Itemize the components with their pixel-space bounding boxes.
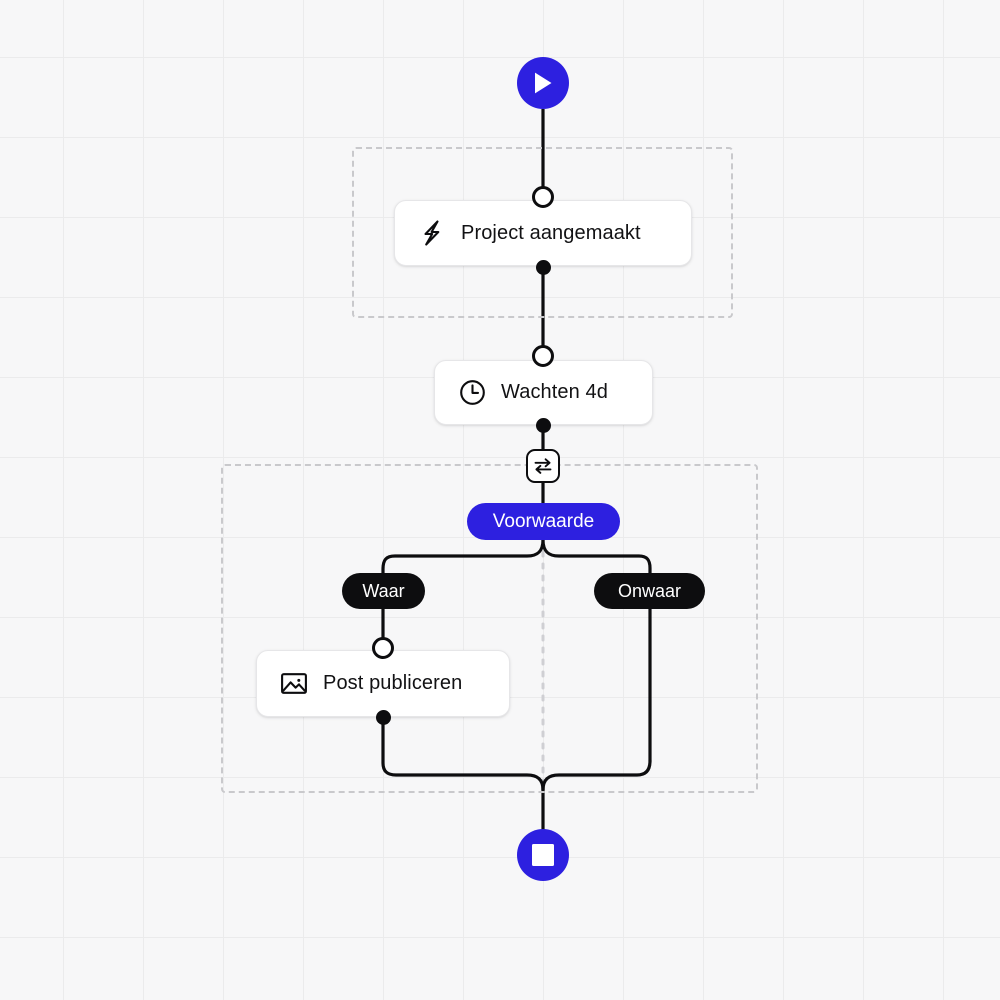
publish-post-node[interactable]: Post publiceren xyxy=(256,650,510,717)
publish-post-node-label: Post publiceren xyxy=(323,672,463,694)
publish-output-port[interactable] xyxy=(375,710,391,725)
end-node[interactable] xyxy=(517,829,569,881)
trigger-group[interactable] xyxy=(352,147,733,318)
start-node[interactable] xyxy=(517,57,569,109)
lightning-bolt-icon xyxy=(417,218,447,248)
branch-true-label: Waar xyxy=(362,580,405,601)
delay-output-port[interactable] xyxy=(535,418,551,433)
branch-true[interactable]: Waar xyxy=(342,573,425,609)
trigger-node-label: Project aangemaakt xyxy=(461,221,641,244)
trigger-input-port[interactable] xyxy=(532,186,554,208)
condition-group[interactable] xyxy=(221,464,758,793)
delay-node-label: Wachten 4d xyxy=(501,381,608,403)
image-icon xyxy=(279,669,309,699)
trigger-node[interactable]: Project aangemaakt xyxy=(394,200,692,266)
delay-input-port[interactable] xyxy=(532,345,554,367)
swap-step-button[interactable] xyxy=(526,449,560,483)
stop-square-icon xyxy=(532,844,554,866)
condition-node[interactable]: Voorwaarde xyxy=(467,503,620,540)
delay-node[interactable]: Wachten 4d xyxy=(434,360,653,425)
condition-node-label: Voorwaarde xyxy=(492,510,595,532)
swap-arrows-icon xyxy=(533,457,553,475)
clock-icon xyxy=(457,378,487,408)
play-icon xyxy=(532,71,554,95)
publish-input-port[interactable] xyxy=(372,637,394,659)
trigger-output-port[interactable] xyxy=(535,259,551,275)
branch-false-label: Onwaar xyxy=(617,580,682,601)
branch-false[interactable]: Onwaar xyxy=(594,573,705,609)
